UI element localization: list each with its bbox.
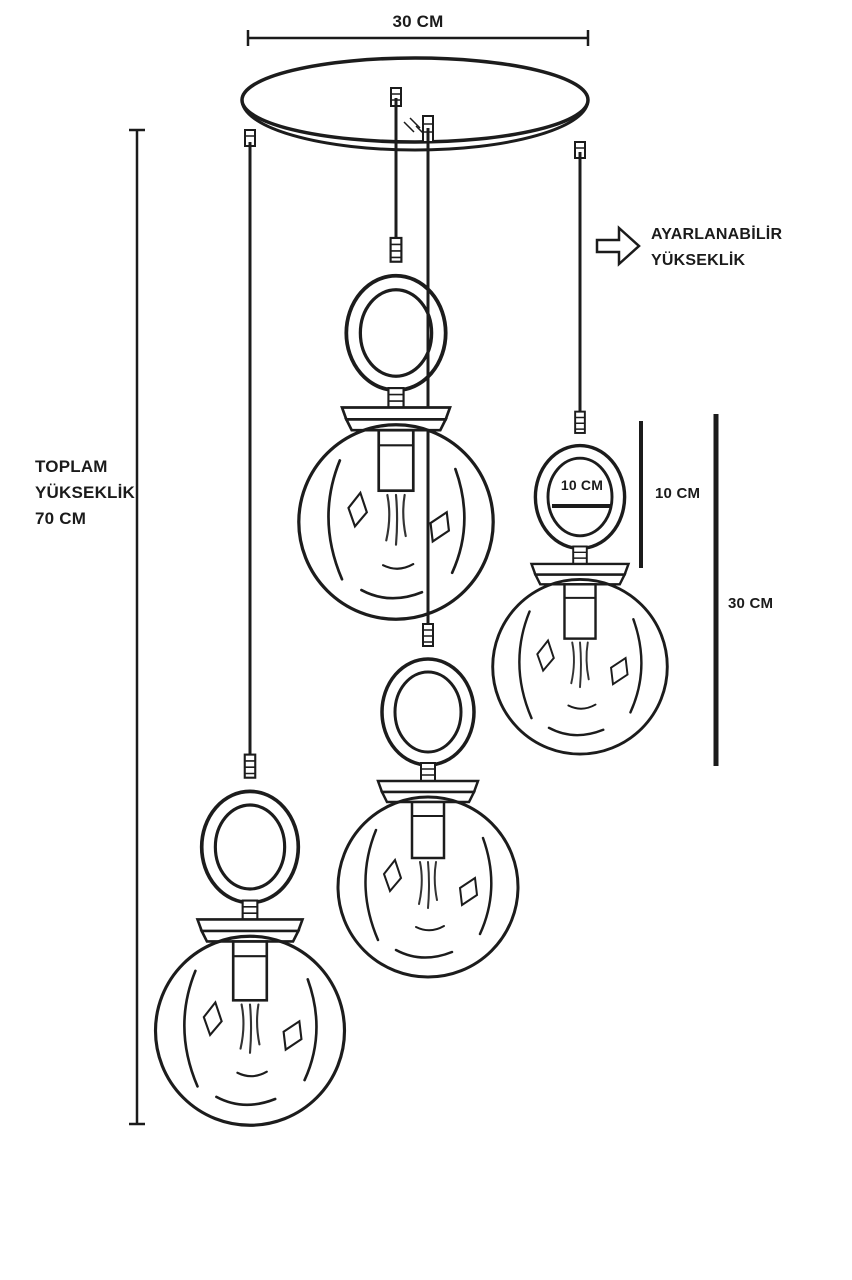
dim-right-small-label: 10 CM — [655, 485, 701, 502]
ceiling-canopy — [240, 56, 590, 152]
total-height-label: TOPLAM YÜKSEKLİK 70 CM — [35, 454, 135, 532]
adjustable-height-line1: AYARLANABİLİR — [651, 226, 783, 243]
dimension-lines — [129, 30, 719, 1126]
total-height-line1: TOPLAM — [35, 457, 108, 476]
pendant-1 — [296, 236, 496, 622]
dim-top-width-label: 30 CM — [392, 12, 444, 31]
dim-ring-width-label: 10 CM — [560, 477, 604, 493]
pendant-4 — [153, 752, 347, 1128]
adjustable-height-arrow-icon — [595, 225, 641, 267]
adjustable-height-line2: YÜKSEKLİK — [651, 252, 746, 269]
adjustable-height-label: AYARLANABİLİR YÜKSEKLİK — [651, 222, 782, 274]
dim-right-large-label: 30 CM — [728, 595, 774, 612]
total-height-line2: YÜKSEKLİK — [35, 483, 136, 502]
total-height-line3: 70 CM — [35, 509, 87, 528]
pendant-3 — [336, 622, 520, 979]
